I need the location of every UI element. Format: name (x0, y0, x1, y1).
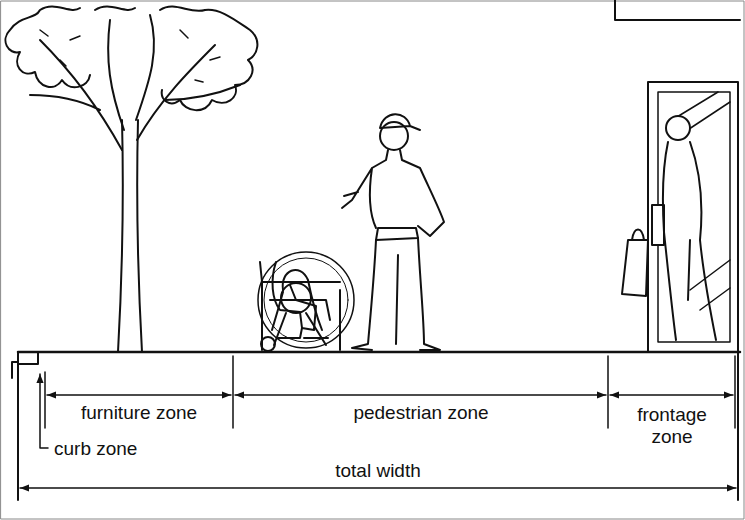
zone-label: curb zone (52, 438, 139, 460)
zone-label: frontage zone (622, 404, 722, 448)
dimension-label: total width (333, 460, 423, 482)
zone-label: pedestrian zone (351, 402, 490, 424)
zone-label: furniture zone (79, 402, 199, 424)
